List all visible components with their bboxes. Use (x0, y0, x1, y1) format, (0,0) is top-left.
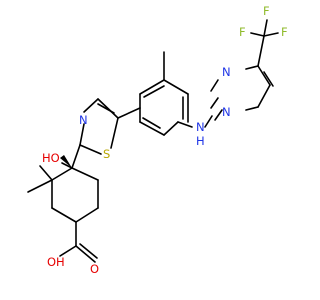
atom-label-fluorine: F (239, 25, 246, 39)
atom-label-fluorine: F (281, 25, 288, 39)
bond (79, 243, 98, 259)
atom-label-sulfur: S (103, 147, 110, 161)
bond (257, 35, 265, 67)
bond (97, 98, 119, 119)
bond (79, 123, 85, 146)
bond (245, 65, 259, 70)
bond (71, 167, 99, 181)
bond (51, 167, 73, 181)
bond (79, 144, 102, 155)
atom-label-acid-hydroxyl: OH (47, 255, 65, 269)
bond (61, 162, 73, 169)
bond (163, 79, 189, 95)
bond (263, 32, 279, 37)
bond (139, 79, 165, 95)
molecule-structure: F F F N N N H N S HO O OH (27, 4, 288, 276)
atom-label-nitrogen: N (222, 105, 231, 119)
atom-label-amine-hydrogen: H (196, 134, 205, 148)
wedge-bond (60, 155, 72, 168)
atom-label-nitrogen: N (222, 65, 231, 79)
bond (110, 117, 119, 149)
atom-label-hydroxyl: HO (42, 151, 60, 165)
bond (250, 32, 265, 37)
bond (142, 117, 161, 129)
bond (83, 98, 99, 113)
bond (39, 165, 53, 181)
bond (75, 245, 96, 263)
atom-label-nitrogen: N (79, 113, 88, 127)
bond (177, 121, 193, 128)
bond (263, 19, 268, 37)
bond (214, 109, 223, 121)
bond (59, 245, 77, 257)
bond (163, 121, 179, 136)
bond (263, 71, 274, 87)
bond (27, 179, 53, 193)
bond-lines (27, 19, 279, 263)
bond (97, 103, 115, 114)
atom-labels: F F F N N N H N S HO O OH (42, 4, 288, 276)
bond (71, 144, 81, 169)
bond (245, 106, 259, 111)
bond (210, 79, 219, 92)
atom-label-fluorine: F (263, 4, 270, 18)
bond (210, 97, 219, 109)
bond (51, 207, 77, 223)
bond (257, 65, 271, 86)
bond (257, 84, 271, 108)
bond (139, 121, 165, 136)
atom-label-amine-nitrogen: N (196, 120, 205, 134)
bond (75, 207, 99, 223)
bond (204, 115, 213, 128)
atom-label-carbonyl-oxygen: O (90, 262, 99, 276)
bond (143, 85, 165, 98)
bond (117, 107, 141, 119)
